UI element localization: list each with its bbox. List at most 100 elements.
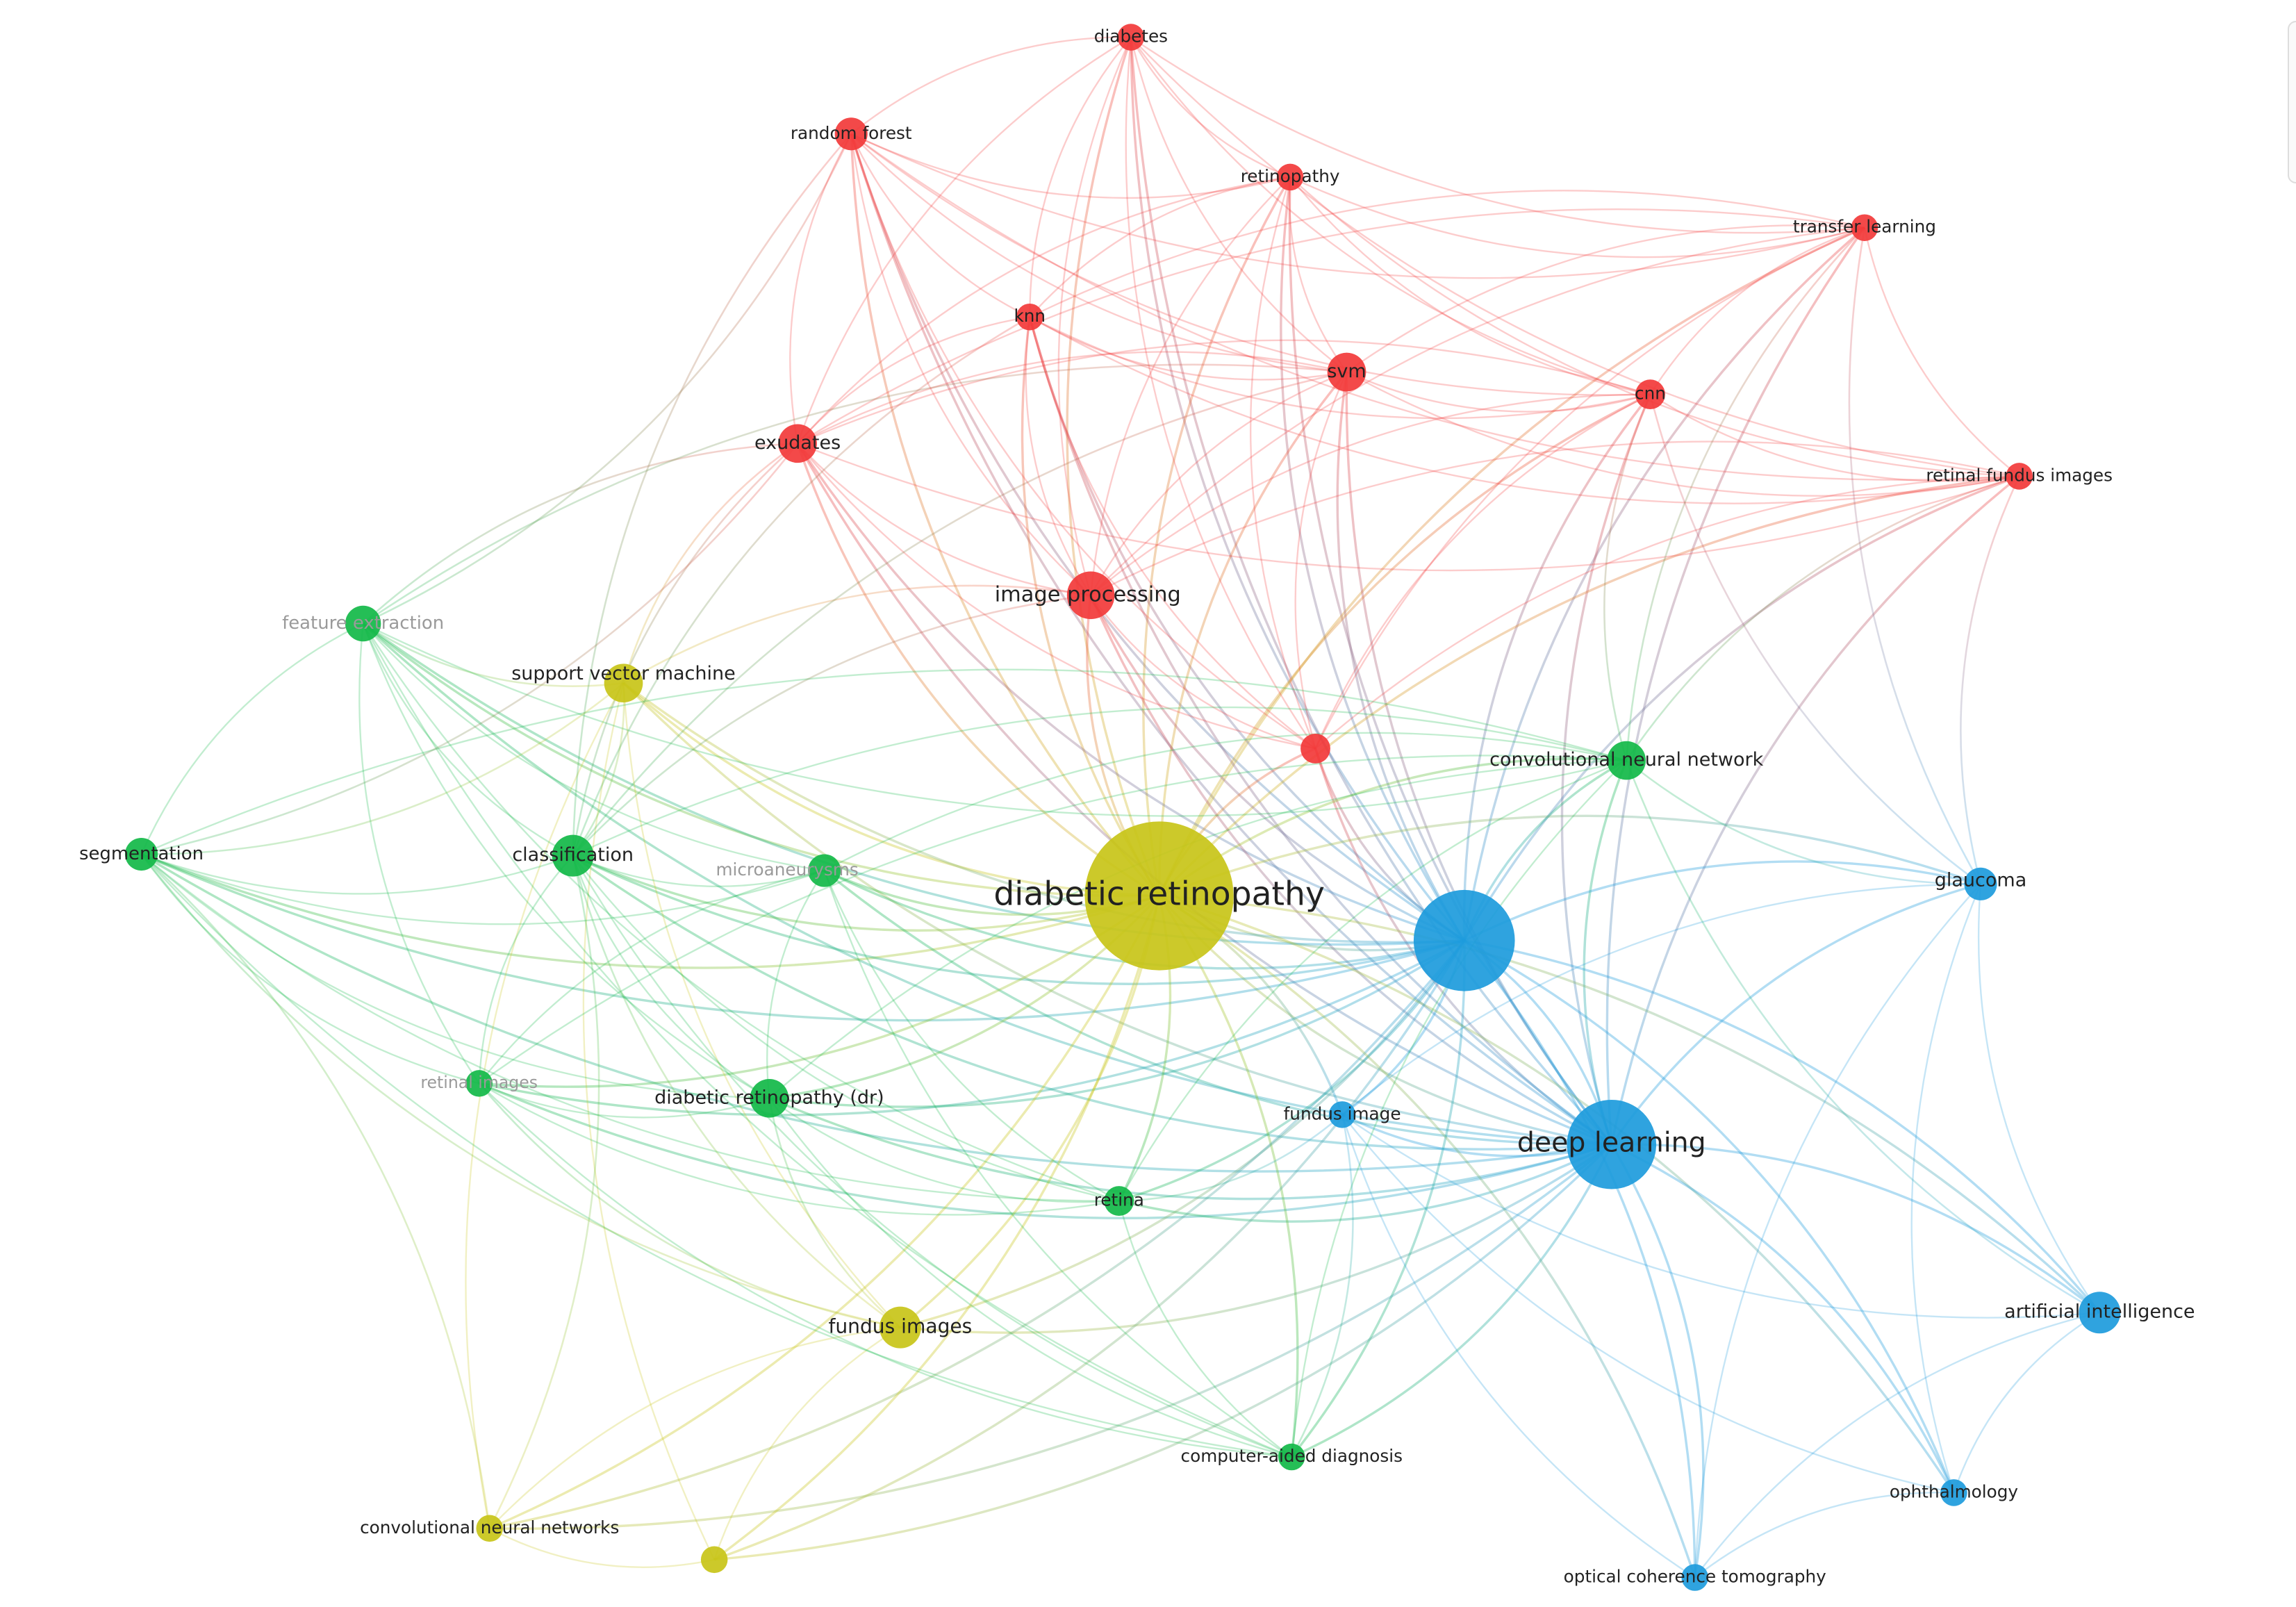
link-diabetes-image-processing [1057, 37, 1132, 596]
node-classification[interactable] [552, 834, 594, 877]
link-optical-coherence-tomography-deep-learning [1610, 1144, 1705, 1578]
link-random-forest-transfer-learning [850, 133, 1865, 279]
node-cnn[interactable] [1635, 379, 1665, 410]
label-deep-learning[interactable]: deep learning [1517, 1127, 1706, 1159]
node-exudates[interactable] [778, 424, 817, 463]
label-ophthalmology[interactable]: ophthalmology [1890, 1481, 2018, 1501]
link-retinal-fundus-images-image-processing [1090, 440, 2020, 596]
label-retinal-images[interactable]: retinal images [420, 1073, 538, 1092]
link-support-vector-machine-dl-hub [622, 682, 1464, 943]
link-svm-classification [572, 371, 1347, 857]
node-deep-learning[interactable] [1567, 1099, 1657, 1189]
node-layer [124, 24, 2121, 1591]
node-optical-coherence-tomography[interactable] [1681, 1564, 1709, 1591]
link-computer-aided-diagnosis-deep-learning [1291, 1144, 1613, 1458]
link-feature-extraction-retina [362, 623, 1120, 1202]
node-glaucoma[interactable] [1964, 867, 1997, 900]
node-ophthalmology[interactable] [1940, 1479, 1967, 1506]
link-cnn-deep-learning [1560, 393, 1652, 1145]
link-exudates-dl-hub [796, 443, 1465, 942]
node-fundus-images[interactable] [879, 1306, 921, 1349]
link-retinal-fundus-images-dl-hub [1463, 475, 2020, 941]
link-artificial-intelligence-deep-learning [1611, 1143, 2101, 1314]
link-fundus-images-convolutional-neural-networks [488, 1326, 901, 1529]
node-microaneurysms[interactable] [808, 854, 841, 887]
node-artificial-intelligence[interactable] [2079, 1292, 2121, 1334]
node-yellow-small[interactable] [700, 1546, 728, 1574]
link-artificial-intelligence-dl-hub [1464, 939, 2101, 1314]
link-knn-diabetic-retinopathy [1021, 317, 1161, 897]
node-retina[interactable] [1104, 1186, 1134, 1217]
label-support-vector-machine[interactable]: support vector machine [511, 663, 736, 684]
label-fundus-images[interactable]: fundus images [828, 1315, 972, 1338]
label-fundus-image[interactable]: fundus image [1284, 1103, 1401, 1123]
label-retinal-fundus-images[interactable]: retinal fundus images [1926, 465, 2113, 485]
link-image-processing-classification [572, 594, 1091, 857]
link-retinal-images-dl-hub [479, 939, 1465, 1116]
node-retinopathy[interactable] [1276, 163, 1304, 191]
label-diabetic-retinopathy[interactable]: diabetic retinopathy [993, 875, 1325, 913]
link-feature-extraction-convolutional-neural-network [363, 623, 1627, 817]
label-svm[interactable]: svm [1327, 361, 1366, 382]
link-feature-extraction-support-vector-machine [362, 623, 624, 687]
label-random-forest[interactable]: random forest [791, 123, 912, 143]
side-panel-handle[interactable] [2288, 21, 2296, 183]
node-computer-aided-diagnosis[interactable] [1278, 1443, 1305, 1471]
node-convolutional-neural-networks[interactable] [476, 1515, 503, 1542]
link-random-forest-svm [850, 133, 1347, 373]
label-convolutional-neural-networks[interactable]: convolutional neural networks [360, 1517, 619, 1538]
label-transfer-learning[interactable]: transfer learning [1793, 217, 1936, 237]
label-microaneurysms[interactable]: microaneurysms [716, 859, 858, 880]
label-exudates[interactable]: exudates [754, 432, 841, 454]
link-transfer-learning-glaucoma [1848, 227, 1982, 884]
link-artificial-intelligence-ophthalmology [1953, 1312, 2100, 1493]
node-retinal-images[interactable] [465, 1070, 493, 1097]
link-exudates-deep-learning [796, 443, 1612, 1146]
link-random-forest-classification [572, 133, 852, 856]
node-random-forest[interactable] [834, 117, 868, 151]
label-glaucoma[interactable]: glaucoma [1935, 870, 2027, 891]
label-segmentation[interactable]: segmentation [79, 843, 204, 864]
link-convolutional-neural-network-deep-learning [1583, 759, 1628, 1145]
label-computer-aided-diagnosis[interactable]: computer-aided diagnosis [1181, 1446, 1403, 1466]
label-diabetes[interactable]: diabetes [1094, 26, 1168, 47]
link-svm-diabetic-retinopathy [1157, 371, 1348, 896]
label-classification[interactable]: classification [512, 844, 634, 866]
node-convolutional-neural-network[interactable] [1607, 741, 1646, 780]
link-microaneurysms-deep-learning [823, 869, 1612, 1146]
link-diabetes-diabetic-retinopathy [1066, 37, 1161, 897]
link-microaneurysms-diabetic-retinopathy-dr [766, 870, 825, 1098]
node-feature-extraction[interactable] [345, 605, 381, 642]
node-transfer-learning[interactable] [1851, 214, 1878, 242]
label-cnn[interactable]: cnn [1635, 384, 1666, 404]
label-knn[interactable]: knn [1014, 306, 1046, 326]
node-segmentation[interactable] [124, 837, 158, 871]
label-feature-extraction[interactable]: feature extraction [282, 613, 444, 634]
link-glaucoma-fundus-image [1341, 883, 1981, 1116]
label-artificial-intelligence[interactable]: artificial intelligence [2004, 1301, 2195, 1323]
link-exudates-retinal-fundus-images [797, 443, 2020, 572]
node-diabetes[interactable] [1117, 24, 1145, 51]
link-retinal-images-computer-aided-diagnosis [478, 1082, 1292, 1458]
label-retinopathy[interactable]: retinopathy [1241, 166, 1340, 186]
link-retinopathy-retinal-fundus-images [1289, 176, 2020, 477]
label-diabetic-retinopathy-dr[interactable]: diabetic retinopathy (dr) [654, 1087, 884, 1108]
node-red-small[interactable] [1300, 734, 1330, 764]
node-fundus-image[interactable] [1328, 1101, 1356, 1128]
node-support-vector-machine[interactable] [604, 664, 643, 703]
node-diabetic-retinopathy-dr[interactable] [750, 1078, 789, 1118]
label-retina[interactable]: retina [1094, 1190, 1144, 1210]
node-diabetic-retinopathy[interactable] [1084, 821, 1234, 971]
label-convolutional-neural-network[interactable]: convolutional neural network [1489, 749, 1764, 770]
label-image-processing[interactable]: image processing [995, 582, 1181, 607]
node-dl-hub[interactable] [1413, 889, 1515, 991]
label-optical-coherence-tomography[interactable]: optical coherence tomography [1564, 1567, 1826, 1587]
node-knn[interactable] [1016, 303, 1043, 331]
node-svm[interactable] [1327, 352, 1366, 392]
node-retinal-fundus-images[interactable] [2006, 463, 2033, 490]
node-image-processing[interactable] [1066, 571, 1115, 620]
link-microaneurysms-retina [823, 870, 1120, 1202]
link-convolutional-neural-network-retina [1118, 759, 1627, 1202]
